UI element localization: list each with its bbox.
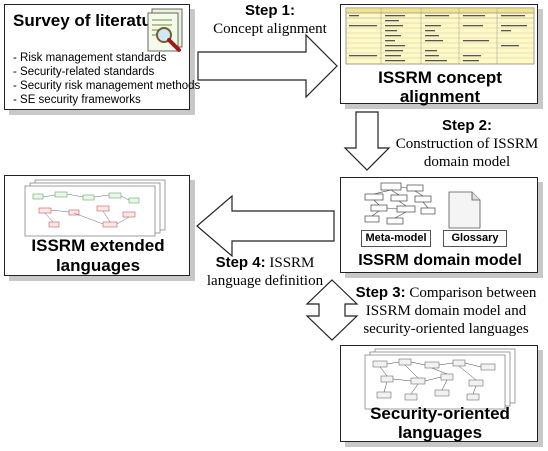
step4-arrow: [196, 194, 335, 258]
step4-description-line2: language definition: [206, 273, 324, 289]
security-languages-title-line1: Security-oriented: [370, 404, 510, 423]
step1-label: Step 1: Concept alignment: [204, 2, 336, 38]
survey-title-text: Survey of literature:: [13, 11, 174, 30]
survey-item: - SE security frameworks: [13, 94, 141, 106]
step1-arrow: [197, 33, 338, 99]
alignment-table-thumbnail: [345, 7, 535, 65]
document-magnifier-icon: [147, 8, 183, 52]
security-languages-box: Security-oriented languages: [340, 345, 538, 442]
metamodel-diagram-thumbnail: [364, 182, 436, 225]
metamodel-label: Meta-model: [361, 230, 431, 247]
step1-description: Concept alignment: [213, 21, 327, 37]
concept-alignment-title: ISSRM concept alignment: [341, 68, 539, 106]
step1-number: Step 1:: [244, 2, 295, 19]
survey-item: - Security-related standards: [13, 66, 155, 78]
survey-list: - Risk management standards - Security-r…: [13, 51, 200, 107]
security-languages-title-line2: languages: [397, 423, 483, 442]
security-languages-title: Security-oriented languages: [341, 404, 539, 442]
step3-description-line3: security-oriented languages: [363, 321, 529, 337]
step4-description-line1: ISSRM: [269, 255, 315, 271]
domain-model-title: ISSRM domain model: [341, 251, 539, 270]
step2-number: Step 2:: [441, 117, 492, 134]
step3-double-arrow: [305, 279, 359, 341]
step2-description-line2: domain model: [423, 154, 511, 170]
survey-item: - Risk management standards: [13, 52, 167, 64]
concept-alignment-title-line2: alignment: [399, 87, 481, 106]
security-languages-thumbnail: [364, 348, 516, 410]
domain-model-box: Meta-model Glossary ISSRM domain model: [340, 177, 538, 273]
extended-languages-thumbnail: [24, 179, 166, 237]
concept-alignment-title-line1: ISSRM concept: [378, 68, 502, 87]
domain-model-title-text: ISSRM domain model: [358, 252, 522, 269]
step4-label: Step 4: ISSRM language definition: [200, 254, 330, 290]
metamodel-label-text: Meta-model: [365, 232, 427, 244]
extended-languages-title-line1: ISSRM extended: [31, 236, 165, 255]
step2-arrow: [343, 111, 391, 171]
step3-description-line1: Comparison between: [409, 285, 537, 301]
glossary-label-text: Glossary: [451, 232, 499, 244]
step2-label: Step 2: Construction of ISSRM domain mod…: [388, 117, 546, 171]
survey-item: - Security risk management methods: [13, 80, 201, 92]
concept-alignment-box: ISSRM concept alignment: [340, 4, 539, 106]
step3-description-line2: ISSRM domain model and: [365, 303, 527, 319]
step3-label: Step 3: Comparison between ISSRM domain …: [344, 284, 548, 338]
step2-description-line1: Construction of ISSRM: [395, 136, 539, 152]
survey-box: Survey of literature: - Risk management …: [4, 4, 200, 110]
extended-languages-box: ISSRM extended languages: [4, 175, 190, 276]
extended-languages-title: ISSRM extended languages: [5, 236, 191, 276]
step3-number: Step 3:: [355, 284, 406, 301]
extended-languages-title-line2: languages: [55, 256, 141, 275]
glossary-label: Glossary: [443, 230, 507, 247]
survey-title: Survey of literature:: [13, 11, 174, 30]
step4-number: Step 4:: [215, 254, 266, 271]
document-icon: [448, 191, 481, 229]
